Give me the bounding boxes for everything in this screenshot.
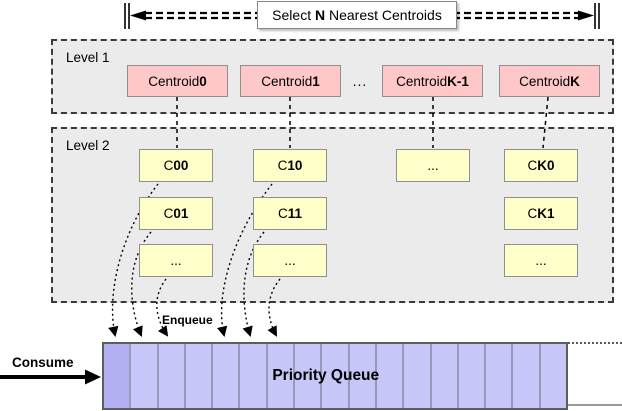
consume-arrow <box>0 369 101 385</box>
c10-index: 10 <box>287 158 303 173</box>
queue-cell <box>513 344 541 408</box>
queue-cell <box>431 344 459 408</box>
queue-cell <box>131 344 159 408</box>
c00-index: 00 <box>173 158 189 173</box>
priority-queue: Priority Queue <box>102 342 568 410</box>
level1-label: Level 1 <box>66 50 110 65</box>
queue-cell <box>486 344 514 408</box>
c10-prefix: C <box>277 158 288 173</box>
c00-prefix: C <box>163 158 174 173</box>
select-n-nearest-label: Select N Nearest Centroids <box>257 1 457 29</box>
consume-label: Consume <box>12 355 74 370</box>
priority-queue-label: Priority Queue <box>272 367 380 384</box>
c11-index: 11 <box>287 206 303 221</box>
colk-ellipsis: ... <box>535 253 547 268</box>
select-label-post: Nearest Centroids <box>325 7 442 23</box>
queue-cell <box>404 344 432 408</box>
queue-cell <box>376 344 405 408</box>
cluster-col1-ellipsis-box: ... <box>253 244 327 277</box>
queue-cell <box>267 344 296 408</box>
cluster-middle-ellipsis-box: ... <box>396 149 470 182</box>
ck1-index: K1 <box>537 206 555 221</box>
centroid-k-1-text: Centroid <box>396 73 448 89</box>
cluster-colk-ellipsis-box: ... <box>504 244 578 277</box>
c01-prefix: C <box>163 206 174 221</box>
queue-extension <box>568 342 622 406</box>
centroid-k-index: K <box>570 73 580 89</box>
queue-cell <box>349 344 377 408</box>
queue-cell <box>213 344 241 408</box>
queue-cell <box>295 344 323 408</box>
centroid-k-1-index: K-1 <box>447 73 469 89</box>
centroid-k-text: Centroid <box>519 73 571 89</box>
select-label-n: N <box>314 7 326 23</box>
centroid-k-box: Centroid K <box>499 65 600 97</box>
col1-ellipsis: ... <box>284 253 296 268</box>
select-label-pre: Select <box>272 7 315 23</box>
queue-cell <box>458 344 487 408</box>
col0-ellipsis: ... <box>170 253 182 268</box>
queue-cell <box>185 344 214 408</box>
queue-cell <box>540 344 567 408</box>
queue-cell <box>322 344 350 408</box>
centroid-1-text: Centroid <box>261 73 313 89</box>
centroid-0-text: Centroid <box>148 73 200 89</box>
queue-cell <box>240 344 268 408</box>
centroid-1-box: Centroid 1 <box>240 65 341 97</box>
ck0-prefix: C <box>527 158 538 173</box>
ck0-index: K0 <box>537 158 555 173</box>
queue-cells <box>104 344 567 408</box>
enqueue-label: Enqueue <box>162 313 213 327</box>
queue-cell <box>158 344 186 408</box>
centroid-0-box: Centroid 0 <box>127 65 228 97</box>
level2-label: Level 2 <box>66 138 110 153</box>
centroid-k-1-box: Centroid K-1 <box>382 65 483 97</box>
span-arrow <box>124 3 600 29</box>
ck1-prefix: C <box>527 206 538 221</box>
middle-ellipsis: ... <box>427 158 439 173</box>
cluster-col0-ellipsis-box: ... <box>139 244 213 277</box>
level-connectors <box>176 96 549 149</box>
c01-index: 01 <box>173 206 189 221</box>
centroid-0-index: 0 <box>199 73 207 89</box>
queue-cell <box>104 344 132 408</box>
centroid-1-index: 1 <box>312 73 320 89</box>
c11-prefix: C <box>277 206 288 221</box>
level1-ellipsis: ... <box>352 73 368 89</box>
